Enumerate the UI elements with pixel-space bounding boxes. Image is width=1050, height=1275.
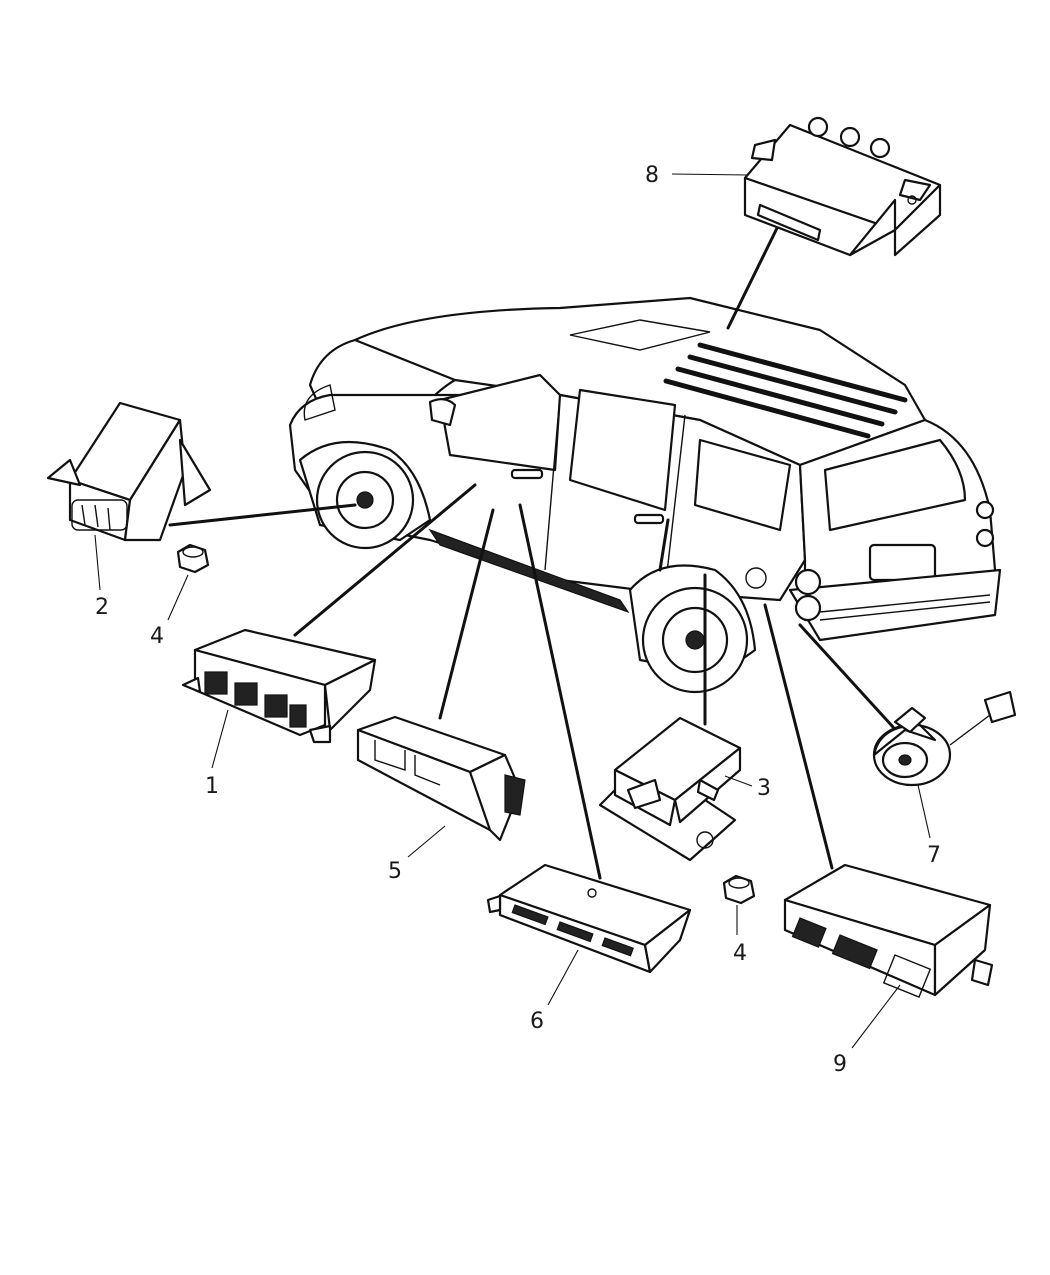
callout-leaders [94,173,931,1049]
module-part-8 [743,116,942,257]
module-part-9 [783,863,994,998]
callout-4-right: 4 [733,941,747,966]
callout-2: 2 [95,595,109,620]
module-part-2 [46,401,212,542]
callout-9: 9 [833,1052,847,1077]
link-part-9 [763,603,834,870]
module-part-6 [486,863,692,974]
link-part-2 [168,503,357,527]
callout-6: 6 [530,1009,544,1034]
link-part-7 [798,623,895,729]
switch-part-7 [872,690,1017,787]
callout-4-left: 4 [150,624,164,649]
callout-labels: 8 2 4 1 5 3 4 6 7 9 [95,163,941,1077]
link-part-8 [726,220,782,330]
vehicle-suv-illustration [288,296,1002,694]
callout-8: 8 [645,163,659,188]
nut-part-4-left [176,543,210,574]
nut-part-4-right [722,874,756,905]
callout-7: 7 [927,843,941,868]
leader-links [168,220,895,880]
link-part-3-sensor [658,518,670,572]
module-part-3 [598,716,742,862]
callout-3: 3 [757,776,771,801]
link-part-1 [293,483,477,637]
module-part-5 [356,715,526,842]
callout-5: 5 [388,859,402,884]
callout-1: 1 [205,774,219,799]
link-part-5 [438,508,495,720]
module-part-1 [181,628,377,744]
link-part-6 [518,503,602,880]
